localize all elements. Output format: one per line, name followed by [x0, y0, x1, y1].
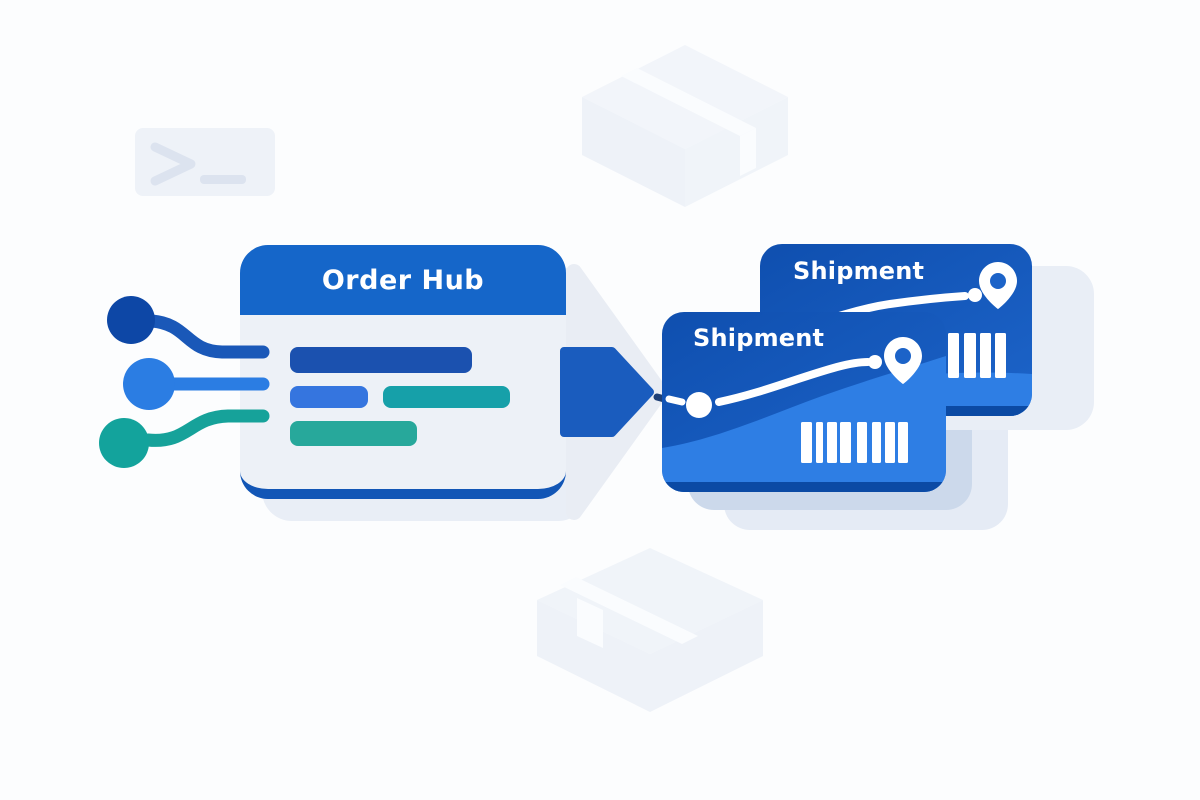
- barcode-icon: [948, 333, 1006, 378]
- card-bottom-edge: [662, 482, 946, 492]
- barcode-icon: [801, 422, 908, 463]
- package-box-icon: [537, 548, 763, 712]
- order-data-bar: [290, 386, 368, 408]
- location-pin-icon: [979, 262, 1017, 310]
- terminal-icon: [135, 128, 275, 196]
- order-data-bar: [383, 386, 510, 408]
- route-icon: [665, 355, 882, 418]
- shipment-title: Shipment: [793, 257, 924, 285]
- order-hub-card: Order Hub: [240, 245, 566, 499]
- shipment-title: Shipment: [693, 324, 824, 352]
- shipment-card-front: Shipment: [662, 312, 946, 492]
- order-data-bar: [290, 347, 472, 373]
- location-pin-icon: [884, 337, 922, 385]
- order-hub-title: Order Hub: [321, 264, 485, 296]
- order-data-bar: [290, 421, 417, 446]
- package-box-icon: [582, 45, 788, 207]
- order-hub-header: Order Hub: [240, 245, 566, 315]
